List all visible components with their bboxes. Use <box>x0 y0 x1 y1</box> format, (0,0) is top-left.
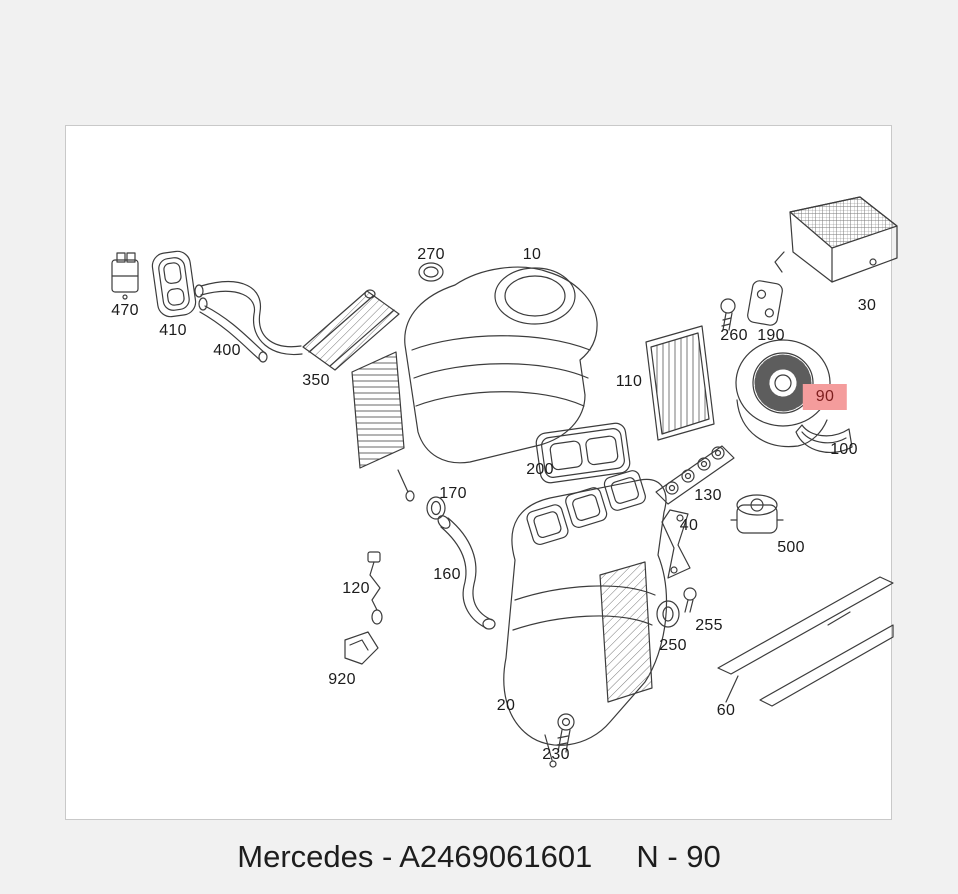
part-label-350[interactable]: 350 <box>302 372 330 389</box>
part-label-100[interactable]: 100 <box>830 441 858 458</box>
part-label-410[interactable]: 410 <box>159 322 187 339</box>
part-label-920[interactable]: 920 <box>328 671 356 688</box>
part-label-60[interactable]: 60 <box>716 702 736 719</box>
part-label-90[interactable]: 90 <box>802 384 848 410</box>
part-label-250[interactable]: 250 <box>659 637 687 654</box>
part-label-10[interactable]: 10 <box>522 246 542 263</box>
part-label-20[interactable]: 20 <box>496 697 516 714</box>
part-label-270[interactable]: 270 <box>417 246 445 263</box>
part-label-130[interactable]: 130 <box>694 487 722 504</box>
part-label-30[interactable]: 30 <box>857 297 877 314</box>
caption-bar: Mercedes - A2469061601 N - 90 <box>0 820 958 894</box>
part-label-40[interactable]: 40 <box>679 517 699 534</box>
part-label-120[interactable]: 120 <box>342 580 370 597</box>
caption-brand-partnumber: Mercedes - A2469061601 <box>237 839 593 874</box>
part-label-400[interactable]: 400 <box>213 342 241 359</box>
part-label-260[interactable]: 260 <box>720 327 748 344</box>
diagram-panel <box>65 125 892 820</box>
part-label-255[interactable]: 255 <box>695 617 723 634</box>
part-label-110[interactable]: 110 <box>615 373 643 390</box>
caption-page-ref: N - 90 <box>636 839 721 874</box>
part-label-190[interactable]: 190 <box>757 327 785 344</box>
part-label-500[interactable]: 500 <box>777 539 805 556</box>
part-label-470[interactable]: 470 <box>111 302 139 319</box>
part-label-170[interactable]: 170 <box>439 485 467 502</box>
part-label-160[interactable]: 160 <box>433 566 461 583</box>
part-label-200[interactable]: 200 <box>526 461 554 478</box>
part-label-230[interactable]: 230 <box>542 746 570 763</box>
